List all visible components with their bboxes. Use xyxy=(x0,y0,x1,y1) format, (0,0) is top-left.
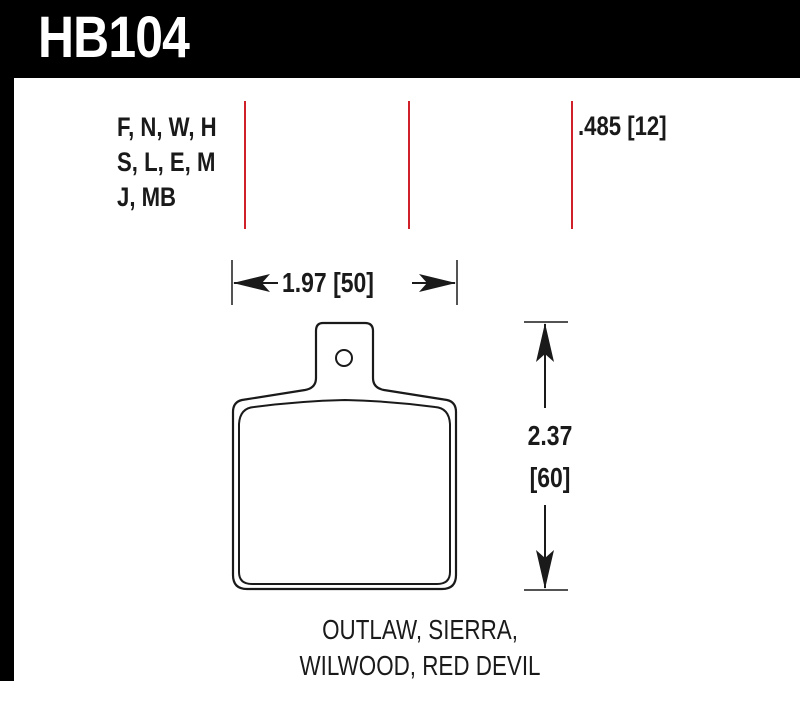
width-dimension-label: 1.97 [50] xyxy=(282,267,374,298)
height-dimension-label: 2.37 [60] xyxy=(510,415,590,499)
double-vertical-arrow-icon xyxy=(524,321,568,591)
height-metric: [60] xyxy=(529,462,571,493)
double-horizontal-arrow-icon xyxy=(231,260,458,305)
application-line: WILWOOD, RED DEVIL xyxy=(299,650,541,681)
friction-material-outline xyxy=(238,398,451,585)
compound-line: F, N, W, H xyxy=(117,112,217,142)
part-number-title: HB104 xyxy=(38,5,190,70)
mounting-hole-icon xyxy=(335,349,353,367)
brake-pad-outline-icon xyxy=(231,321,458,591)
height-value: 2.37 xyxy=(527,420,573,451)
thickness-marker-lines xyxy=(244,101,573,229)
compound-line: J, MB xyxy=(117,182,177,212)
thickness-label: .485 [12] xyxy=(578,111,667,141)
application-line: OUTLAW, SIERRA, xyxy=(322,614,518,645)
left-border-bar xyxy=(0,0,14,681)
compound-list: F, N, W, H S, L, E, M J, MB xyxy=(117,110,217,215)
header-bar xyxy=(0,0,800,78)
compound-line: S, L, E, M xyxy=(117,147,216,177)
applications-list: OUTLAW, SIERRA, WILWOOD, RED DEVIL xyxy=(250,612,590,684)
